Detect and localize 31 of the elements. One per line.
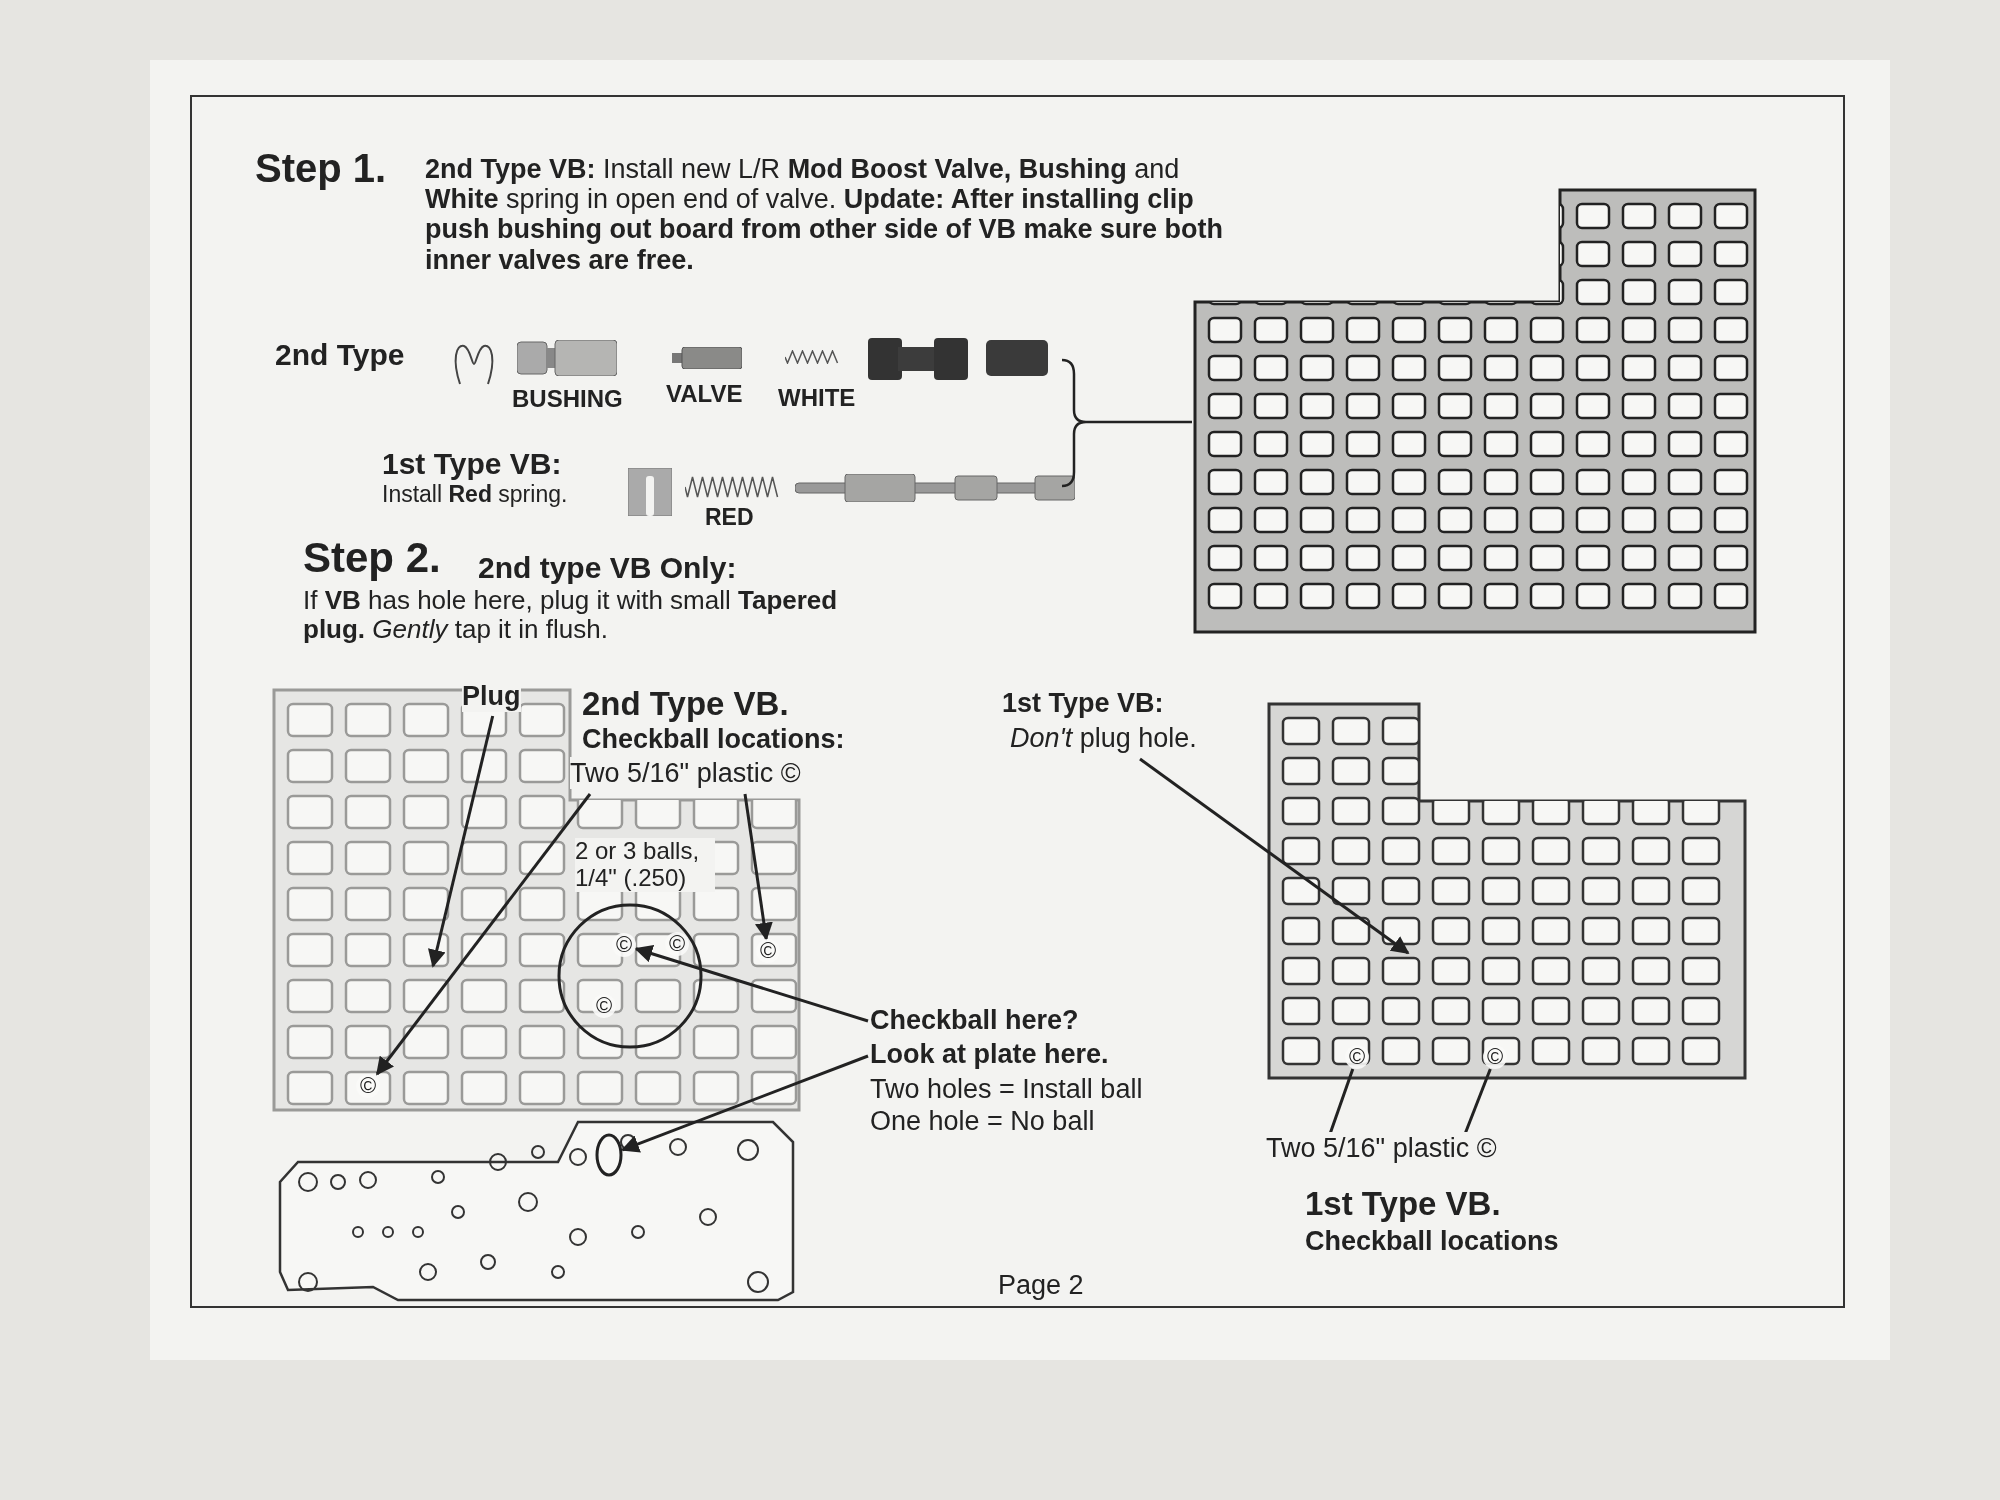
section-subheading: Checkball locations: [582, 724, 845, 755]
leader-arrow [1139, 757, 1410, 955]
part-label: RED [705, 505, 754, 531]
leader-line [1463, 1068, 1492, 1135]
type-heading: 2nd Type [275, 338, 405, 372]
type-heading: 1st Type VB: [382, 447, 562, 481]
instruction-text: 2nd Type VB: Install new L/R Mod Boost Valve, Bushing and White spring in open end of valve. Update: After installing clip push bushing out board from other side of VB make sure both inner valves are free. [425, 154, 1225, 275]
leader-arrow [743, 793, 773, 941]
leader-line [1328, 1068, 1355, 1135]
callout-text: Two 5/16" plastic © [1266, 1132, 1497, 1165]
section-heading: 2nd Type VB. [582, 686, 789, 723]
page-number: Page 2 [998, 1270, 1084, 1301]
note-text: 2 or 3 balls, 1/4" (.250) [575, 838, 715, 892]
note-text: One hole = No ball [870, 1106, 1095, 1137]
step-heading: Step 1. [255, 146, 387, 191]
note-text: Two holes = Install ball [870, 1074, 1143, 1105]
leader-arrow [634, 944, 869, 1023]
leader-arrow [620, 1054, 869, 1153]
part-label: VALVE [666, 381, 743, 408]
section-subheading: Checkball locations [1305, 1226, 1559, 1257]
instruction-text: If VB has hole here, plug it with small Tapered plug. Gently tap it in flush. [303, 586, 839, 645]
part-label: BUSHING [512, 386, 623, 413]
section-heading: 1st Type VB: [1002, 688, 1164, 719]
step-subheading: 2nd type VB Only: [478, 551, 737, 585]
leader-arrow [428, 715, 495, 968]
section-heading: 1st Type VB. [1305, 1186, 1501, 1223]
part-label: WHITE [778, 385, 856, 412]
step-heading: Step 2. [303, 534, 441, 582]
leader-arrow [375, 793, 592, 1076]
instruction-text: Install Red spring. [382, 482, 568, 508]
callout-text: Two 5/16" plastic © [570, 757, 801, 790]
